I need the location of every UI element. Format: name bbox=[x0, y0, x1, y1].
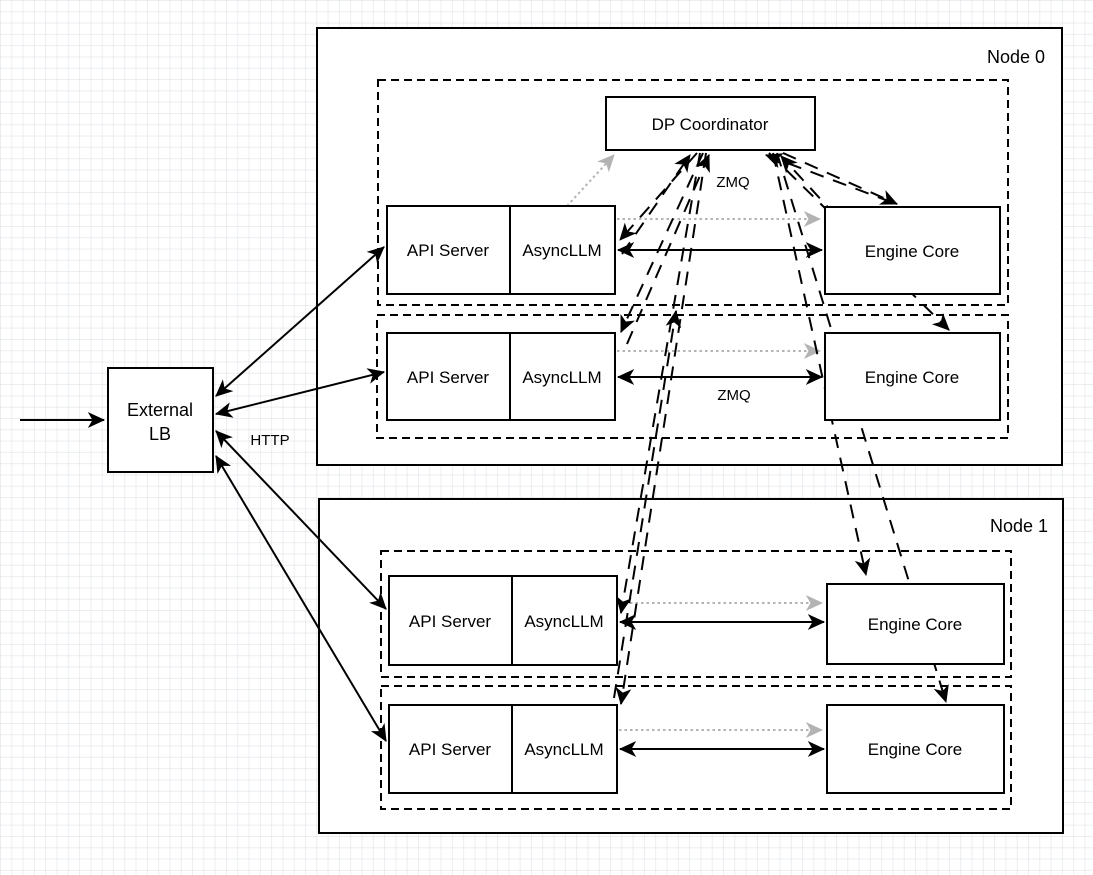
asyncllm3-label: AsyncLLM bbox=[524, 612, 603, 631]
coordinator-asyncllm4-dashed-arrow bbox=[615, 152, 707, 706]
api-server3-box bbox=[388, 575, 513, 666]
engine-core3-box bbox=[826, 583, 1005, 665]
engine-core1-label: Engine Core bbox=[865, 242, 960, 261]
dp-coordinator-label: DP Coordinator bbox=[652, 115, 769, 134]
asyncllm2-box bbox=[509, 332, 616, 421]
http-label: HTTP bbox=[250, 432, 289, 449]
external-lb-label-line1: External bbox=[127, 400, 193, 420]
coordinator-asyncllm2-dashed-arrow bbox=[620, 152, 704, 333]
node0-label: Node 0 bbox=[987, 47, 1045, 67]
api-server4-label: API Server bbox=[409, 740, 492, 759]
coordinator-engine3-dashed-arrow bbox=[772, 152, 871, 577]
api-server2-box bbox=[386, 332, 511, 421]
asyncllm1-label: AsyncLLM bbox=[522, 241, 601, 260]
asyncllm2-coordinator-dashed-arrow bbox=[626, 154, 710, 345]
asyncllm4-label: AsyncLLM bbox=[524, 740, 603, 759]
coordinator-engine1-dashed-arrow bbox=[782, 152, 898, 205]
engine-core3-label: Engine Core bbox=[868, 615, 963, 634]
coordinator-asyncllm1-dashed-arrow bbox=[619, 152, 698, 241]
asyncllm1-coordinator-dashed-arrow bbox=[621, 154, 691, 255]
api-server1-label: API Server bbox=[407, 241, 490, 260]
dp-coordinator-box bbox=[605, 96, 816, 151]
lb-api2-arrow bbox=[214, 368, 386, 418]
api-server2-label: API Server bbox=[407, 368, 490, 387]
engine-core2-label: Engine Core bbox=[865, 368, 960, 387]
coordinator-asyncllm3-dashed-arrow bbox=[615, 152, 701, 615]
asyncllm4-group-dashed-arrow bbox=[613, 309, 682, 699]
node1-rank1-group bbox=[380, 685, 1012, 810]
api-server1-box bbox=[386, 205, 511, 295]
engine-core2-box bbox=[824, 332, 1001, 421]
node1-label: Node 1 bbox=[990, 516, 1048, 536]
engine-core4-box bbox=[826, 704, 1005, 794]
asyncllm1-box bbox=[509, 205, 616, 295]
zmq-label-bottom: ZMQ bbox=[717, 387, 750, 404]
lb-api4-arrow bbox=[215, 455, 387, 742]
external-lb-label-line2: LB bbox=[149, 424, 171, 444]
external-lb-box bbox=[107, 367, 214, 473]
engine-core4-label: Engine Core bbox=[868, 740, 963, 759]
asyncllm1-coordinator-dotted-arrow bbox=[566, 154, 615, 207]
zmq-label-top: ZMQ bbox=[716, 174, 749, 191]
asyncllm4-box bbox=[511, 704, 618, 794]
asyncllm2-label: AsyncLLM bbox=[522, 368, 601, 387]
api-server4-box bbox=[388, 704, 513, 794]
engine-core1-box bbox=[824, 206, 1001, 295]
asyncllm3-box bbox=[511, 575, 618, 666]
node0-rank0-group bbox=[377, 79, 1009, 306]
api-server3-label: API Server bbox=[409, 612, 492, 631]
